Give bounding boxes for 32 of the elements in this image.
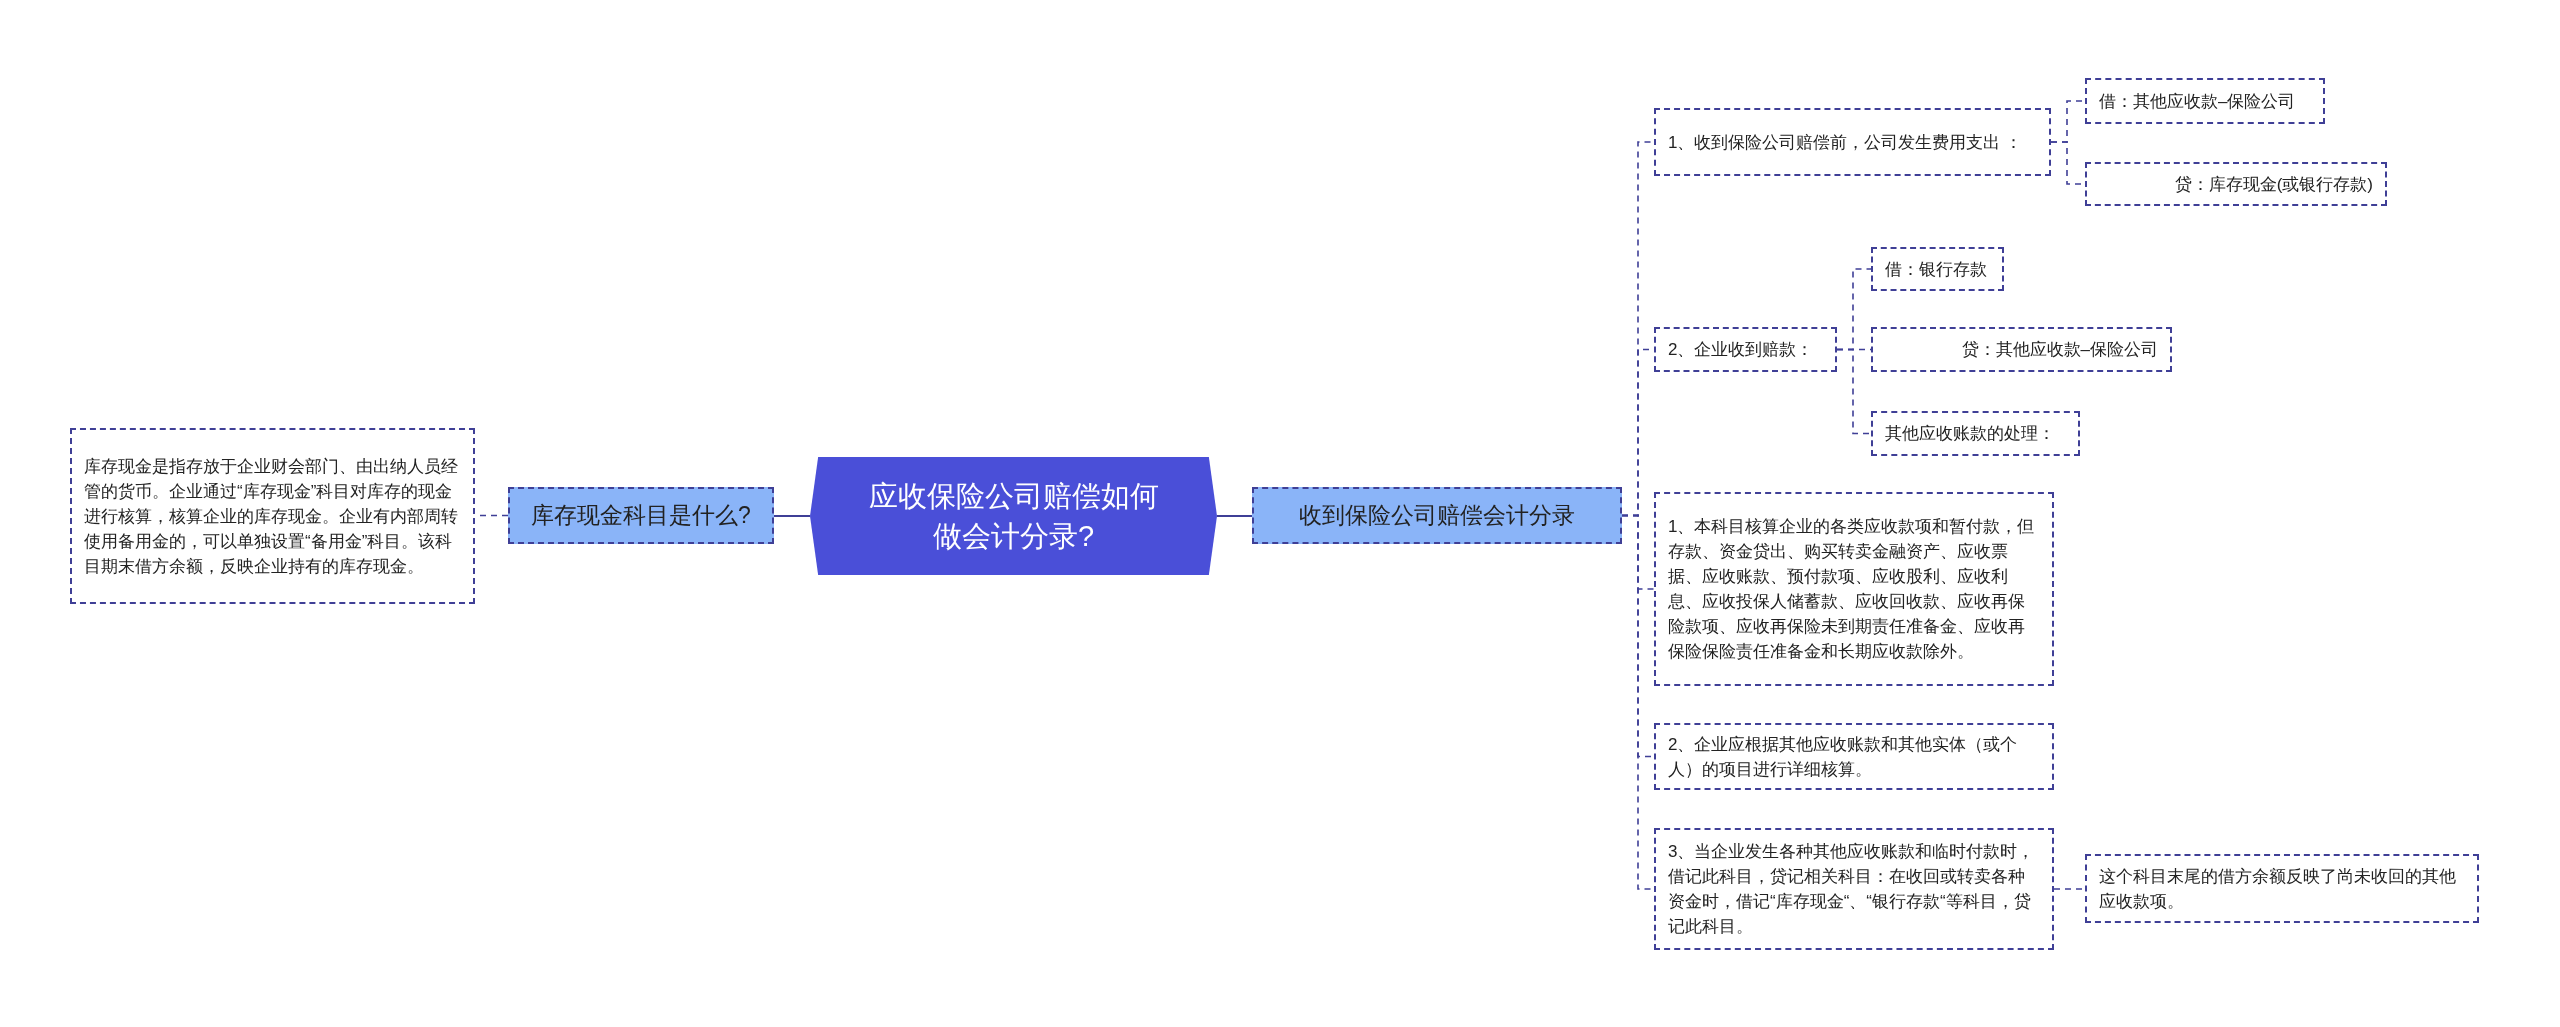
text-box (1654, 492, 2054, 686)
node-text: 库存现金是指存放于企业财会部门、由出纳人员经管的货币。企业通过“库存现金”科目对库存的现金进行核算，核算企业的库存现金。企业有内部周转使用备用金的，可以单独设置“备用金”科目。该科目期末借方余额，反映企业持有的库存现金。 (84, 455, 459, 578)
text-box (1871, 247, 2004, 291)
node-text: 其他应收账款的处理： (1885, 423, 2055, 445)
node-text: 1、收到保险公司赔偿前，公司发生费用支出 ： (1668, 131, 2023, 154)
text-box (2085, 78, 2325, 124)
text-box (2085, 854, 2479, 923)
connector (1216, 515, 1253, 517)
node-text: 借：其他应收款–保险公司 (2099, 90, 2296, 113)
node-text: 2、企业应根据其他应收账款和其他实体（或个人）的项目进行详细核算。 (1668, 733, 2019, 781)
text-box (1654, 327, 1837, 372)
node-text: 贷：其他应收款–保险公司 (1961, 339, 2158, 361)
connector (1836, 348, 1872, 435)
text-box (2085, 162, 2387, 206)
text-box (1654, 108, 2051, 176)
text-box (1654, 828, 2054, 950)
text-box (1871, 327, 2172, 372)
text-box (70, 428, 475, 604)
text-box (1871, 411, 2080, 456)
node-text: 1、本科目核算企业的各类应收款项和暂付款，但存款、资金贷出、购买转卖金融资产、应收票据、应收账款、预付款项、应收股利、应收利息、应收投保人储蓄款、应收回收款、应收再保险款项、应收再保险未到期责任准备金、应收再保险保险责任准备金和长期应收款除外。 (1668, 516, 2036, 663)
topic-box (1252, 487, 1622, 544)
connector (773, 515, 811, 517)
node-text: 2、企业收到赔款： (1668, 339, 1814, 361)
node-text: 借：银行存款 (1885, 258, 1987, 281)
node-text: 3、当企业发生各种其他应收账款和临时付款时，借记此科目，贷记相关科目：在收回或转卖各种资金时，借记“库存现金“、“银行存款“等科目，贷记此科目。 (1668, 841, 2036, 938)
topic-box (508, 487, 774, 544)
node-text: 这个科目末尾的借方余额反映了尚未收回的其他应收款项。 (2099, 865, 2457, 913)
node-text: 库存现金科目是什么? (531, 501, 751, 531)
node-text: 收到保险公司赔偿会计分录 (1299, 501, 1575, 531)
node-text: 应收保险公司赔偿如何做会计分录? (867, 479, 1160, 554)
node-text: 贷：库存现金(或银行存款) (2174, 173, 2373, 196)
text-box (1654, 723, 2054, 790)
